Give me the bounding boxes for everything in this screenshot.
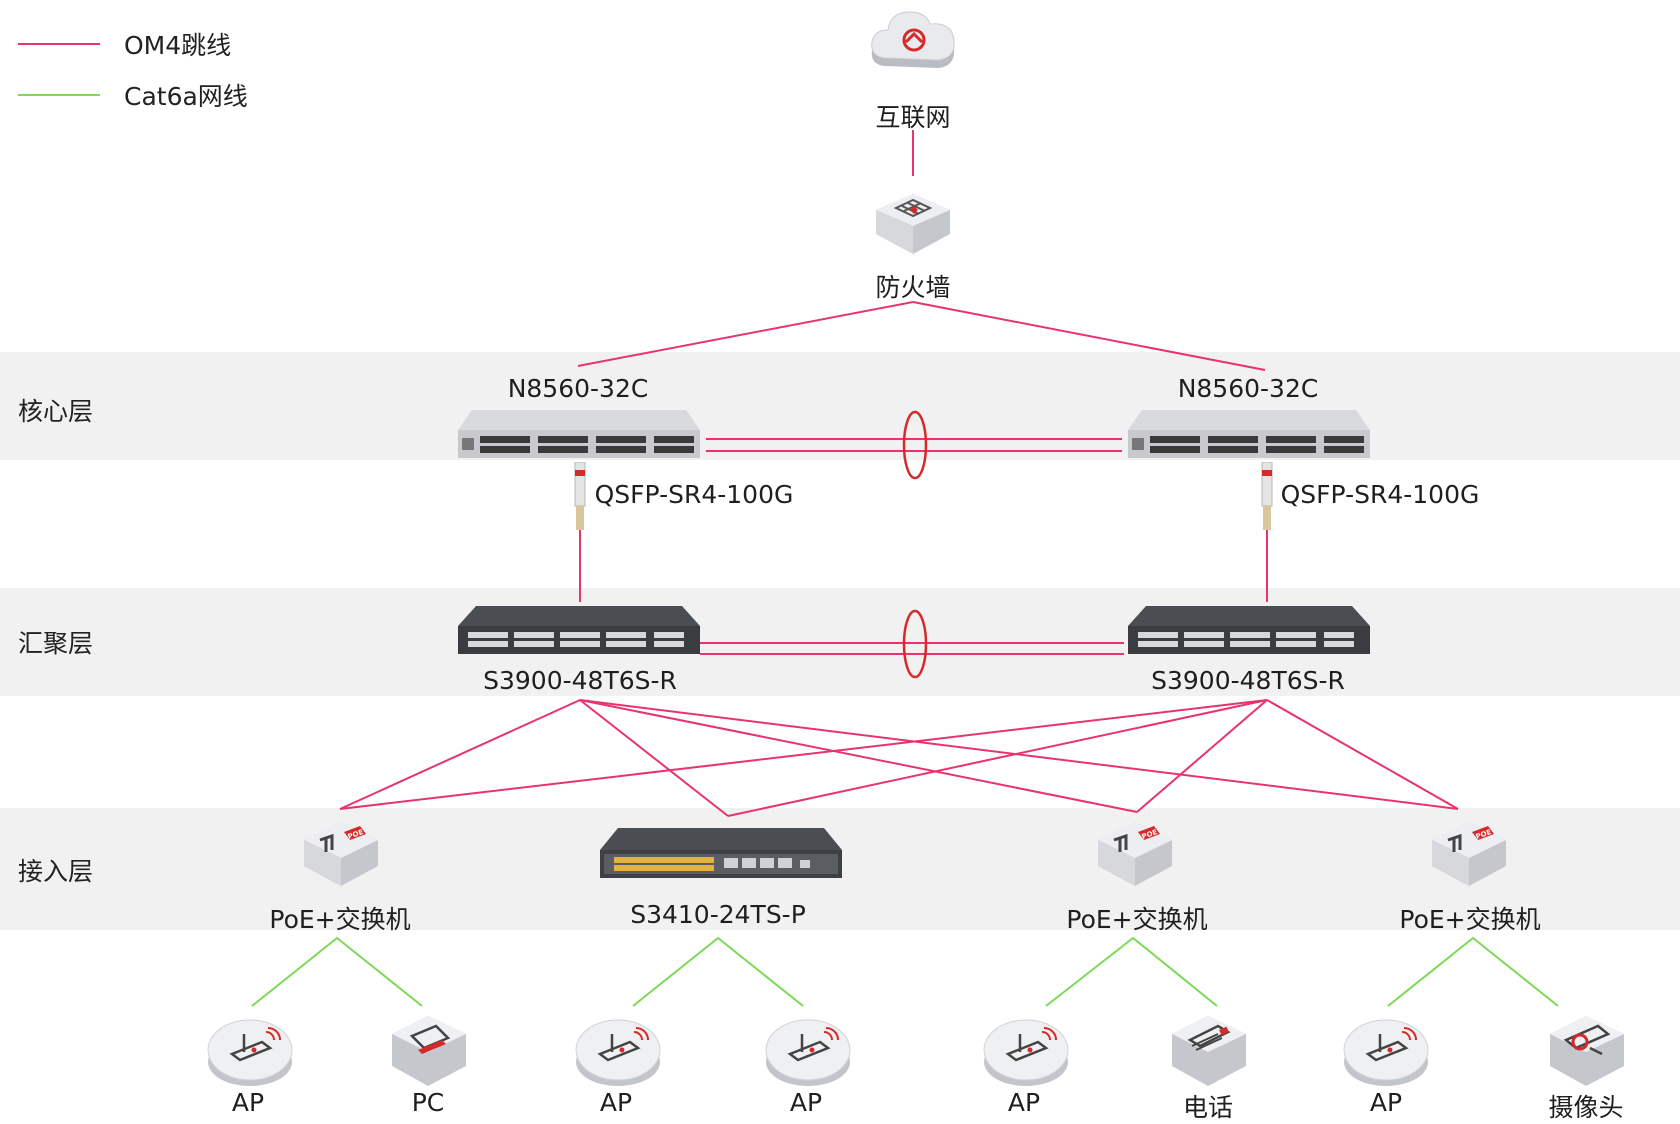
link-aggL-access2 — [579, 699, 729, 817]
module-left-label: QSFP-SR4-100G — [594, 480, 794, 509]
legend-om4-line — [18, 43, 100, 45]
endpoint-5-ap-icon — [983, 1019, 1069, 1086]
access-4-label: PoE+交换机 — [1399, 905, 1541, 934]
endpoint-1-label: AP — [231, 1088, 265, 1117]
core-layer-band — [0, 352, 1680, 460]
agg-left-label: S3900-48T6S-R — [483, 666, 677, 695]
core-left-switch-icon — [458, 410, 700, 458]
endpoint-6-phone-icon — [1172, 1016, 1246, 1086]
aggregation-layer-label: 汇聚层 — [18, 629, 94, 658]
link-aggL-access4 — [579, 699, 1459, 810]
link-aggL-access3 — [579, 699, 1138, 813]
firewall-icon — [876, 194, 950, 254]
internet-cloud-icon — [871, 11, 955, 68]
endpoint-1-ap-icon — [207, 1019, 293, 1086]
core-layer-label: 核心层 — [18, 397, 94, 426]
legend-om4-label: OM4跳线 — [124, 31, 232, 60]
endpoint-4-ap-icon — [765, 1019, 851, 1086]
agg-lag-ring — [902, 609, 928, 679]
agg-right-label: S3900-48T6S-R — [1151, 666, 1345, 695]
module-left-icon — [574, 462, 586, 530]
module-right-icon — [1261, 462, 1273, 530]
link-access3-endpoints — [1045, 936, 1218, 1007]
access-1-label: PoE+交换机 — [269, 905, 411, 934]
access-3-label: PoE+交换机 — [1066, 905, 1208, 934]
endpoint-8-label: 摄像头 — [1548, 1093, 1624, 1122]
endpoint-8-camera-icon — [1550, 1016, 1624, 1086]
endpoint-6-label: 电话 — [1182, 1093, 1234, 1122]
legend-cat6a-line — [18, 94, 100, 96]
endpoint-2-pc-icon — [392, 1016, 466, 1086]
agg-left-switch-icon — [458, 606, 700, 654]
core-right-label: N8560-32C — [1177, 374, 1319, 403]
link-access2-endpoints — [632, 936, 804, 1007]
access-1-poe-switch-icon: POE — [304, 822, 378, 886]
access-2-label: S3410-24TS-P — [630, 900, 806, 929]
endpoint-5-label: AP — [1007, 1088, 1041, 1117]
link-firewall-core-right — [912, 301, 1266, 371]
link-aggR-access4 — [1266, 699, 1459, 810]
access-4-poe-switch-icon: POE — [1432, 822, 1506, 886]
core-left-label: N8560-32C — [507, 374, 649, 403]
access-2-switch-icon — [600, 828, 842, 878]
endpoint-7-label: AP — [1369, 1088, 1403, 1117]
core-right-switch-icon — [1128, 410, 1370, 458]
legend-om4: OM4跳线 — [18, 26, 231, 62]
link-aggR-access2 — [727, 699, 1268, 817]
firewall-label: 防火墙 — [875, 273, 951, 302]
endpoint-3-label: AP — [599, 1088, 633, 1117]
core-lag-ring — [902, 410, 928, 480]
link-aggR-access3 — [1136, 699, 1268, 813]
link-access4-endpoints — [1387, 936, 1559, 1007]
endpoint-3-ap-icon — [575, 1019, 661, 1086]
access-layer-label: 接入层 — [18, 857, 94, 886]
endpoint-4-label: AP — [789, 1088, 823, 1117]
link-access1-endpoints — [251, 936, 423, 1007]
link-firewall-core-left — [577, 301, 914, 367]
module-right-label: QSFP-SR4-100G — [1280, 480, 1480, 509]
access-3-poe-switch-icon: POE — [1098, 822, 1172, 886]
endpoint-2-label: PC — [411, 1088, 445, 1117]
legend-cat6a-label: Cat6a网线 — [124, 82, 248, 111]
link-aggL-access1 — [339, 699, 581, 810]
internet-label: 互联网 — [875, 103, 951, 132]
link-aggR-access1 — [339, 699, 1268, 810]
endpoint-7-ap-icon — [1343, 1019, 1429, 1086]
legend-cat6a: Cat6a网线 — [18, 77, 248, 113]
agg-right-switch-icon — [1128, 606, 1370, 654]
